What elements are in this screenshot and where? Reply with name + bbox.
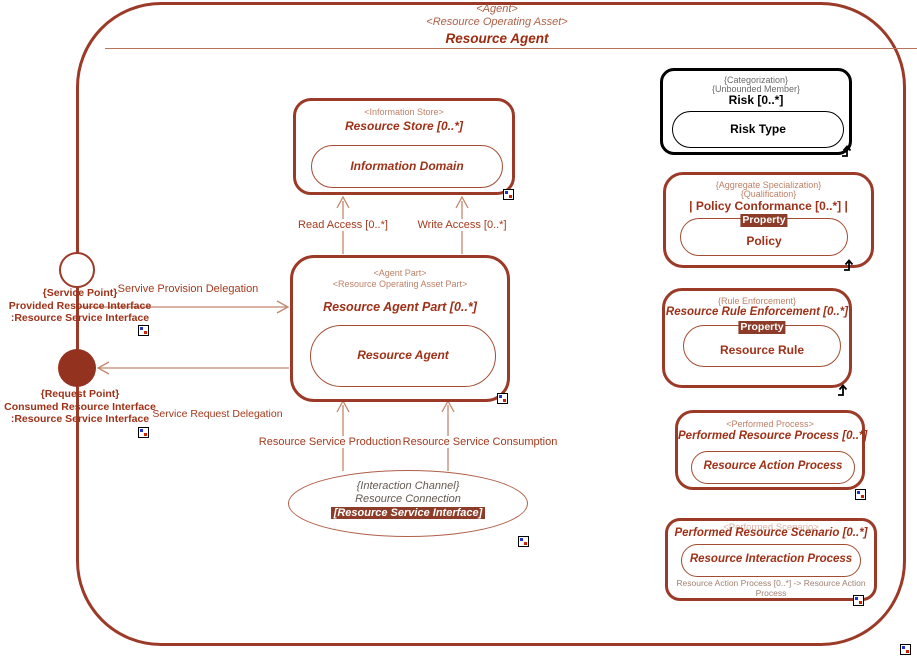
request-point-label: {Request Point} <box>40 388 120 400</box>
model-link-icon[interactable] <box>518 536 529 547</box>
request-point-circle[interactable] <box>58 349 96 387</box>
performed-scenario-title: Performed Resource Scenario [0..*] <box>674 527 868 539</box>
resource-agent-inner-label: Resource Agent <box>357 348 449 362</box>
policy-stereotype-2: {Qualification} <box>740 189 797 199</box>
node-resource-agent-part[interactable]: <Agent Part> <Resource Operating Asset P… <box>290 255 510 402</box>
model-link-icon[interactable] <box>853 595 864 606</box>
information-domain-label: Information Domain <box>350 159 464 173</box>
risk-title: Risk [0..*] <box>728 93 784 107</box>
agent-part-stereotype-2: <Resource Operating Asset Part> <box>332 279 468 289</box>
policy-label: Policy <box>746 234 782 248</box>
service-point-label-block: {Service Point} Provided Resource Interf… <box>0 287 160 325</box>
navigate-arrow-icon[interactable] <box>842 258 855 271</box>
resource-service-interface-label: [Resource Service Interface] <box>330 507 486 519</box>
node-risk-type[interactable]: Risk Type <box>672 111 844 148</box>
scenario-note: Resource Action Process [0..*] -> Resour… <box>676 578 866 598</box>
edge-label-read-access: Read Access [0..*] <box>293 219 393 231</box>
model-link-icon[interactable] <box>138 325 149 336</box>
model-link-icon[interactable] <box>138 427 149 438</box>
node-performed-process[interactable]: <Performed Process> Performed Resource P… <box>675 410 868 490</box>
consumed-interface-type: :Resource Service Interface <box>10 413 150 425</box>
edge-label-production: Resource Service Production <box>255 436 405 448</box>
navigate-arrow-icon[interactable] <box>840 144 853 157</box>
consumed-interface-label: Consumed Resource Interface <box>4 400 156 413</box>
provided-interface-label: Provided Resource Interface <box>8 299 152 312</box>
diagram-header: <Agent> <Resource Operating Asset> Resou… <box>250 3 744 46</box>
risk-stereotype-1: {Categorization} <box>723 75 789 85</box>
request-point-label-block: {Request Point} Consumed Resource Interf… <box>0 388 160 426</box>
risk-stereotype-2: {Unbounded Member} <box>711 84 801 94</box>
agent-part-title: Resource Agent Part [0..*] <box>323 300 477 314</box>
info-store-stereotype: <Information Store> <box>364 107 444 117</box>
model-link-icon[interactable] <box>503 189 514 200</box>
node-resource-connection[interactable]: {Interaction Channel} Resource Connectio… <box>288 470 528 537</box>
header-stereotype-asset: <Resource Operating Asset> <box>426 16 568 28</box>
performed-process-stereotype: <Performed Process> <box>726 419 814 429</box>
resource-rule-label: Resource Rule <box>719 343 805 357</box>
node-policy-conformance[interactable]: {Aggregate Specialization} {Qualificatio… <box>663 172 874 268</box>
interaction-channel-stereotype: {Interaction Channel} <box>356 480 460 492</box>
property-chip: Property <box>740 214 788 227</box>
rule-enforcement-stereotype: {Rule Enforcement} <box>717 296 797 306</box>
resource-interaction-process-label: Resource Interaction Process <box>689 553 853 565</box>
page-title: Resource Agent <box>445 31 549 46</box>
node-risk[interactable]: {Categorization} {Unbounded Member} Risk… <box>660 68 852 155</box>
resource-agent-boundary[interactable] <box>76 2 906 646</box>
risk-type-label: Risk Type <box>730 122 786 136</box>
resource-action-process-label: Resource Action Process <box>703 460 843 472</box>
resource-connection-label: Resource Connection <box>355 493 461 505</box>
service-point-label: {Service Point} <box>42 287 118 299</box>
model-link-icon[interactable] <box>900 644 911 655</box>
node-resource-store[interactable]: <Information Store> Resource Store [0..*… <box>293 98 515 195</box>
header-separator <box>105 48 917 49</box>
provided-interface-type: :Resource Service Interface <box>10 312 150 324</box>
model-link-icon[interactable] <box>855 489 866 500</box>
node-policy[interactable]: Property Policy <box>680 214 848 256</box>
resource-service-interface-wrap: [Resource Service Interface] <box>289 507 527 519</box>
edge-label-provision: Servive Provision Delegation <box>117 283 259 295</box>
service-point-circle[interactable] <box>59 252 95 288</box>
info-store-title: Resource Store [0..*] <box>344 119 464 133</box>
node-resource-interaction-process[interactable]: Resource Interaction Process <box>681 544 861 577</box>
node-resource-agent-inner[interactable]: Resource Agent <box>310 325 496 387</box>
performed-process-title: Performed Resource Process [0..*] <box>678 430 868 442</box>
navigate-arrow-icon[interactable] <box>836 383 849 396</box>
rule-enforcement-title: Resource Rule Enforcement [0..*] <box>665 306 849 318</box>
node-resource-rule[interactable]: Property Resource Rule <box>683 321 841 367</box>
policy-stereotype-1: {Aggregate Specialization} <box>715 180 822 190</box>
node-resource-action-process[interactable]: Resource Action Process <box>691 451 855 484</box>
performed-scenario-stereotype: <Performed Scenario> <box>723 522 819 533</box>
edge-label-request: Service Request Delegation <box>152 408 283 420</box>
edge-label-write-access: Write Access [0..*] <box>412 219 512 231</box>
property-chip: Property <box>738 321 786 334</box>
node-performed-scenario[interactable]: <Performed Scenario> Performed Resource … <box>665 518 877 601</box>
policy-conformance-title: | Policy Conformance [0..*] | <box>689 199 848 213</box>
model-link-icon[interactable] <box>497 393 508 404</box>
agent-part-stereotype-1: <Agent Part> <box>373 268 427 278</box>
node-rule-enforcement[interactable]: {Rule Enforcement} Resource Rule Enforce… <box>662 288 852 388</box>
edge-label-consumption: Resource Service Consumption <box>401 436 559 448</box>
node-information-domain[interactable]: Information Domain <box>311 145 503 188</box>
header-stereotype-agent: <Agent> <box>476 3 518 15</box>
